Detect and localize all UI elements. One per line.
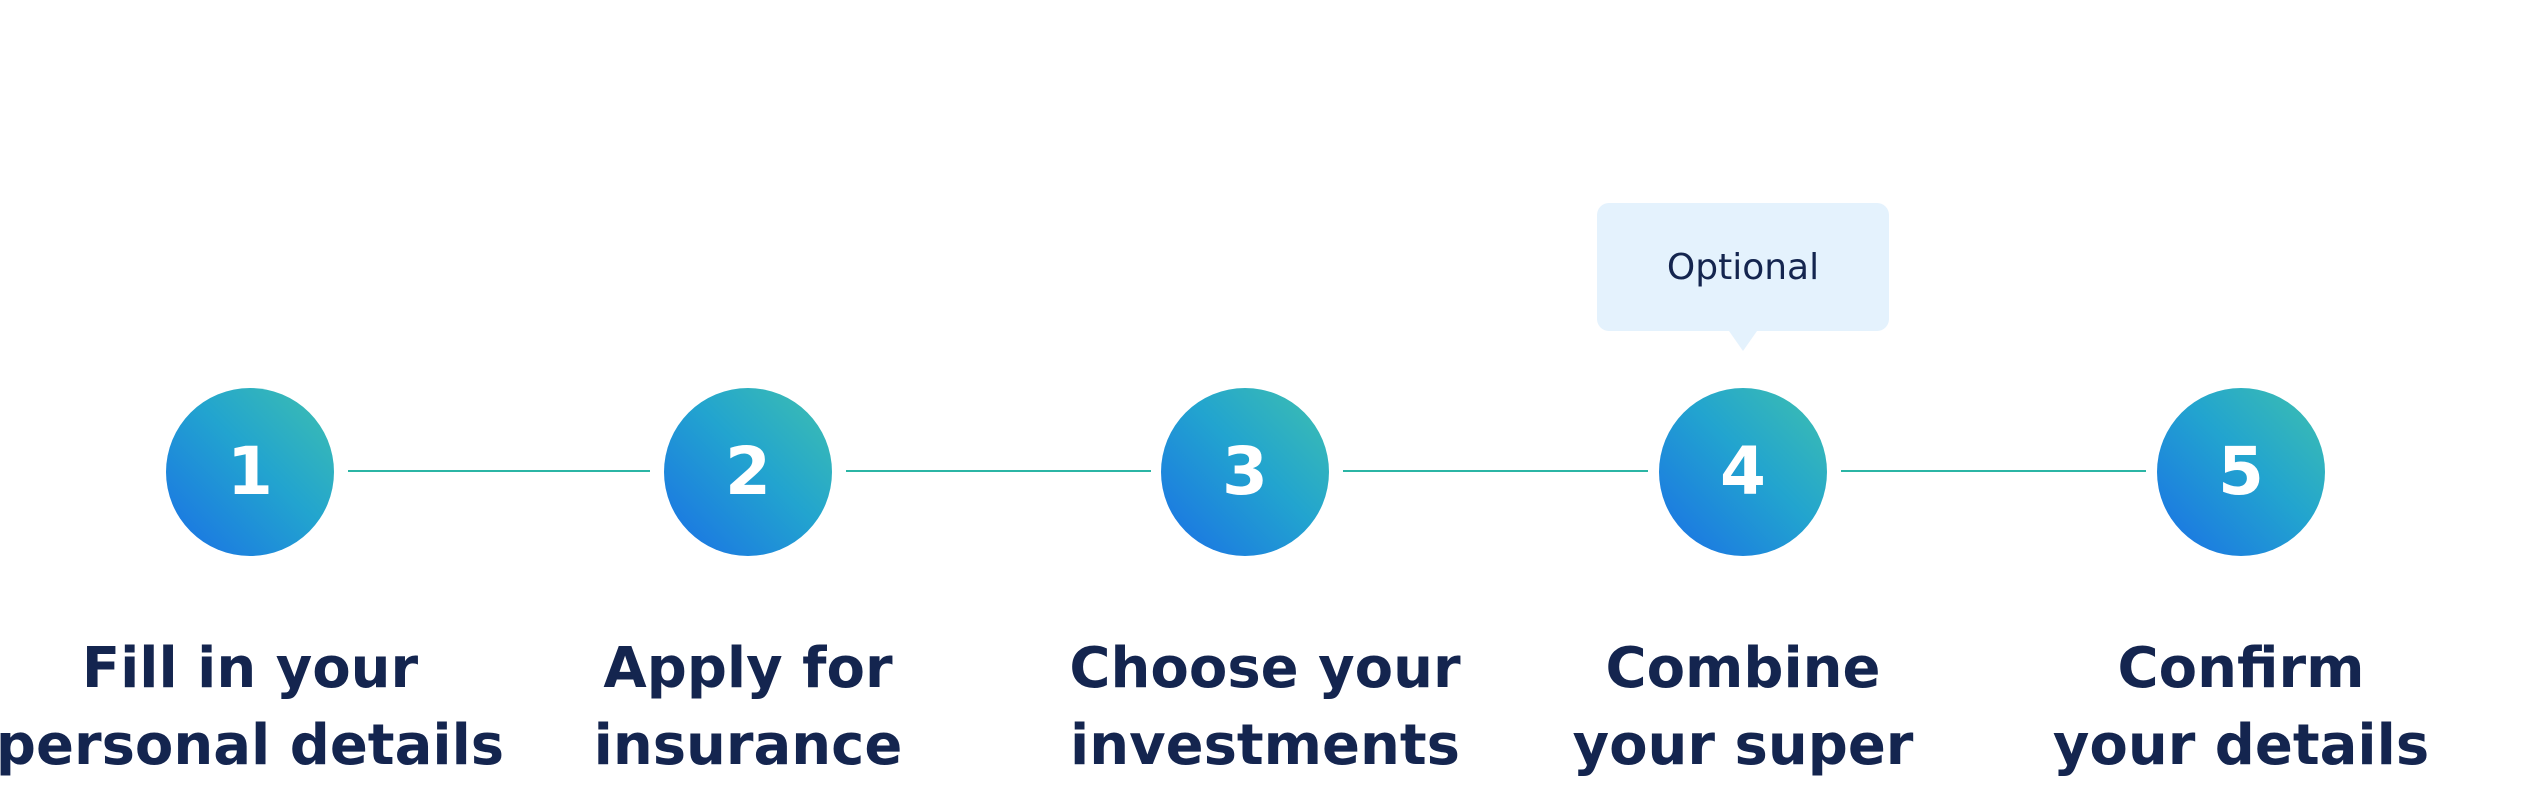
- optional-tooltip: Optional: [1597, 203, 1889, 351]
- step-label-line: your super: [1572, 713, 1914, 778]
- step-label-line: Combine: [1605, 636, 1881, 701]
- step-label: Fill in your personal details: [0, 630, 510, 784]
- step-label-line: Confirm: [2117, 636, 2365, 701]
- step-number-circle: 3: [1161, 388, 1329, 556]
- step-label-line: investments: [1070, 713, 1460, 778]
- step-connector-3-4: [1343, 470, 1648, 472]
- step-label-line: insurance: [593, 713, 903, 778]
- step-number: 4: [1720, 433, 1766, 510]
- step-connector-1-2: [348, 470, 650, 472]
- step-number-circle: 2: [664, 388, 832, 556]
- step-number: 3: [1222, 433, 1268, 510]
- step-connector-2-3: [846, 470, 1151, 472]
- step-label: Combine your super: [1483, 630, 2003, 784]
- step-number-circle: 5: [2157, 388, 2325, 556]
- tooltip-text: Optional: [1666, 246, 1820, 288]
- step-connector-4-5: [1841, 470, 2146, 472]
- step-label-line: Apply for: [603, 636, 893, 701]
- step-label: Apply for insurance: [488, 630, 1008, 784]
- step-label-line: personal details: [0, 713, 505, 778]
- step-label: Confirm your details: [1981, 630, 2501, 784]
- step-number: 5: [2218, 433, 2264, 510]
- step-label-line: Choose your: [1069, 636, 1461, 701]
- step-number-circle: 1: [166, 388, 334, 556]
- step-label-line: Fill in your: [81, 636, 419, 701]
- step-label-line: your details: [2052, 713, 2430, 778]
- step-number: 2: [725, 433, 771, 510]
- step-number: 1: [227, 433, 273, 510]
- step-number-circle: 4: [1659, 388, 1827, 556]
- step-label: Choose your investments: [1005, 630, 1525, 784]
